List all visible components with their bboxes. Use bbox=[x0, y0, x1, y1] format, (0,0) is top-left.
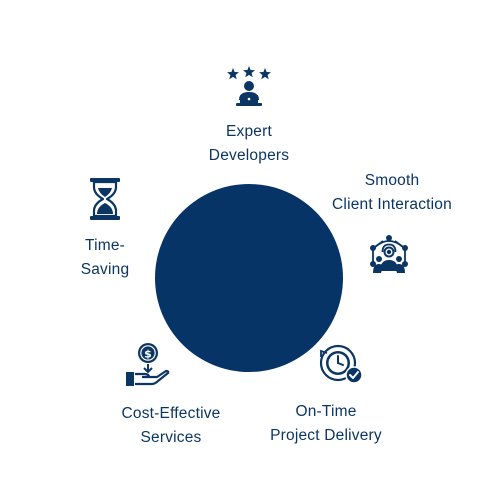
center-circle bbox=[155, 184, 343, 372]
label-line-2: Project Delivery bbox=[270, 427, 382, 444]
label-line-1: Cost-Effective bbox=[121, 405, 221, 422]
client-network-icon bbox=[370, 235, 408, 273]
label-line-1: Smooth bbox=[364, 172, 420, 189]
label-line-2: Services bbox=[140, 429, 202, 446]
label-expert-developers: Expert Developers bbox=[188, 120, 310, 168]
hourglass-icon bbox=[90, 178, 120, 220]
label-line-1: Time- bbox=[84, 237, 126, 254]
label-line-2: Saving bbox=[80, 261, 130, 278]
label-line-1: On-Time bbox=[295, 403, 357, 420]
label-line-2: Client Interaction bbox=[332, 196, 452, 213]
label-time-saving: Time- Saving bbox=[62, 234, 148, 282]
svg-text:$: $ bbox=[144, 348, 152, 361]
label-smooth-client-interaction: Smooth Client Interaction bbox=[314, 169, 470, 217]
label-line-2: Developers bbox=[208, 147, 290, 164]
label-on-time-project-delivery: On-Time Project Delivery bbox=[256, 400, 396, 448]
label-cost-effective-services: Cost-Effective Services bbox=[104, 402, 238, 450]
label-line-1: Expert bbox=[226, 123, 272, 140]
expert-developer-icon bbox=[227, 66, 271, 106]
hand-coin-icon: $ bbox=[126, 343, 170, 386]
clock-check-icon bbox=[319, 344, 363, 384]
